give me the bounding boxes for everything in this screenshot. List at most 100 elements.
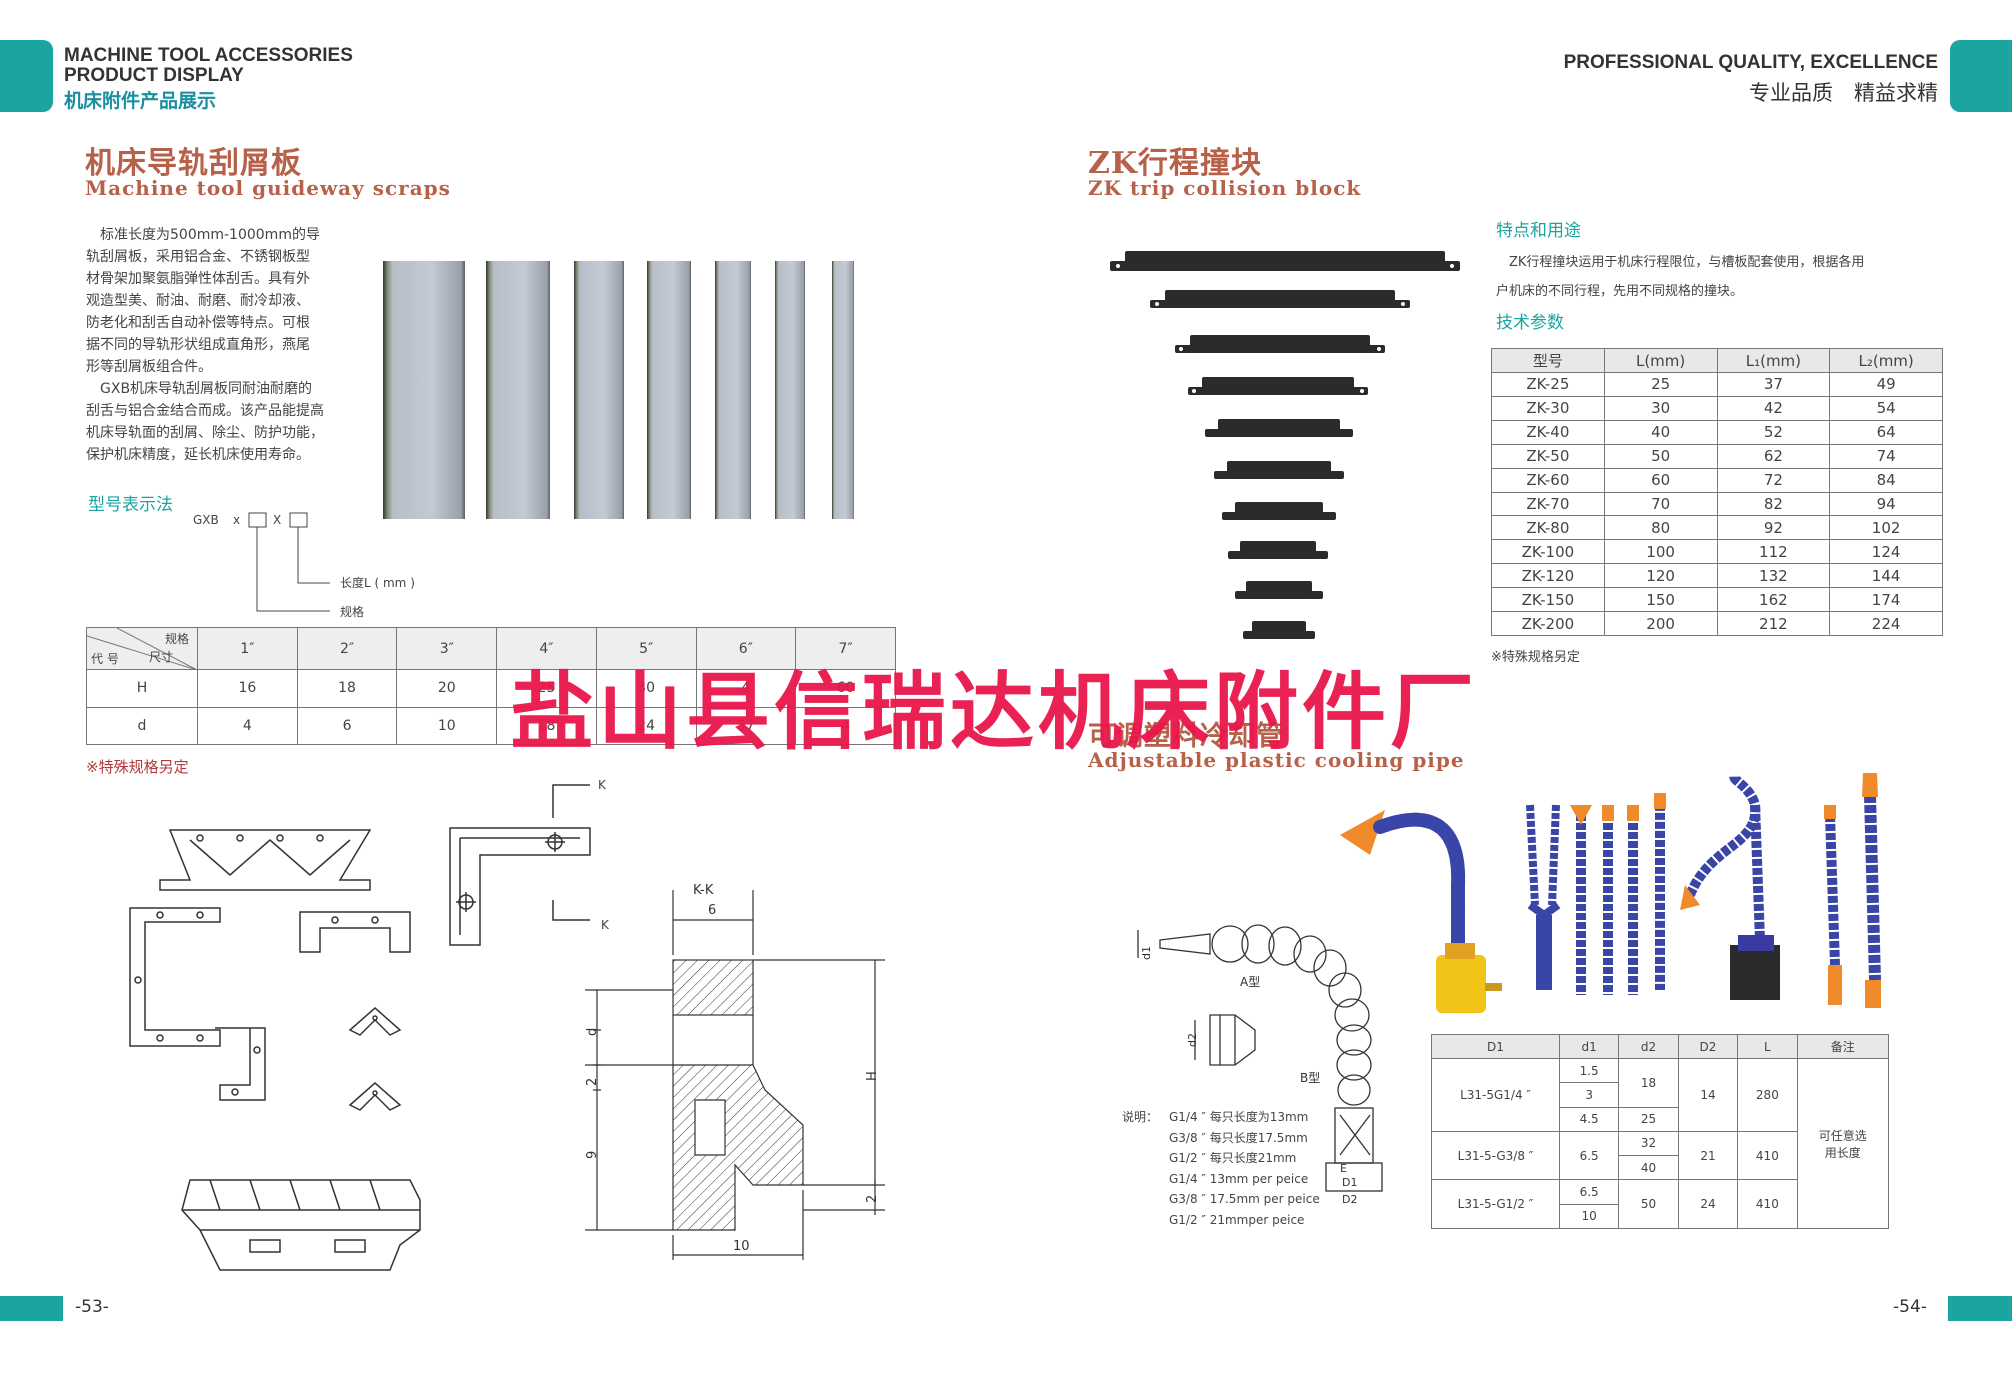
- table-cell: 18: [296, 669, 398, 708]
- table-cell: 72: [1716, 467, 1831, 493]
- table-cell: 94: [1829, 491, 1943, 517]
- table-cell: 280: [1737, 1058, 1798, 1132]
- cooling-pipe-drawing: d1 A型 d2 B型 E D1 D2: [1137, 924, 1383, 1206]
- table-col-header: 6″: [695, 627, 797, 670]
- table-cell: 102: [1829, 515, 1943, 541]
- legend-line: G3/8 ″ 每只长度17.5mm: [1169, 1130, 1308, 1145]
- zk-special-note: ※特殊规格另定: [1491, 650, 1580, 665]
- desc-line: 形等刮屑板组合件。: [86, 359, 212, 375]
- table-row: L31-5G1/4 ″ 1.5 18 14 280 可任意选 用长度: [1431, 1057, 1890, 1229]
- table-cell: 14: [1677, 1058, 1739, 1132]
- table-col-header: 5″: [595, 627, 697, 670]
- k-label-top: K: [598, 778, 606, 792]
- table-cell: 52: [1716, 419, 1831, 445]
- pipe-label-D2: D2: [1342, 1193, 1357, 1206]
- table-cell: 30: [1603, 395, 1718, 421]
- table-cell: 410: [1737, 1130, 1798, 1181]
- desc-line: 机床导轨面的刮屑、除尘、防护功能，: [86, 425, 324, 441]
- model-code: GXB: [193, 513, 219, 527]
- label-length: 长度L ( mm ): [340, 575, 415, 590]
- table-cell: 64: [1829, 419, 1943, 445]
- desc-line: 轨刮屑板，采用铝合金、不锈钢板型: [86, 249, 310, 265]
- features-line: ZK行程撞块运用于机床行程限位，与槽板配套使用，根据各用: [1496, 255, 1865, 270]
- scraps-title-cn: 机床导轨刮屑板: [85, 146, 302, 181]
- header-right-line1: PROFESSIONAL QUALITY, EXCELLENCE: [1563, 52, 1938, 73]
- table-cell: L31-5-G3/8 ″: [1431, 1130, 1560, 1181]
- table-cell: 37: [1716, 372, 1831, 397]
- pipe-col-header: d1: [1558, 1034, 1620, 1059]
- table-cell: L31-5-G1/2 ″: [1431, 1179, 1560, 1229]
- footer-right-bar: [1948, 1296, 2012, 1321]
- table-cell: ZK-80: [1491, 515, 1605, 541]
- table-corner: 规格 尺寸 代 号: [86, 627, 198, 670]
- desc-line: 标准长度为500mm-1000mm的导: [86, 227, 320, 243]
- table-cell: 60: [795, 669, 896, 708]
- table-cell: 82: [1716, 491, 1831, 517]
- table-cell: 42: [1716, 395, 1831, 421]
- corner-mid: 尺寸: [148, 650, 173, 664]
- table-cell: ZK-60: [1491, 467, 1605, 493]
- table-cell: 410: [1737, 1179, 1798, 1229]
- desc-line: 保护机床精度，延长机床使用寿命。: [86, 447, 310, 463]
- table-cell: 224: [1829, 611, 1943, 636]
- table-cell: ZK-25: [1491, 372, 1605, 397]
- kk-label: K-K: [693, 883, 714, 898]
- row-name: H: [86, 669, 198, 708]
- table-cell: 20: [396, 669, 498, 708]
- table-row: H 16 18 20 25 30 4 60: [86, 669, 896, 708]
- table-cell: 10: [1558, 1203, 1620, 1230]
- zk-title-en: ZK trip collision block: [1088, 176, 1362, 200]
- table-cell: 120: [1603, 563, 1718, 589]
- table-row: d 4 6 10 18 24 37 4: [86, 706, 896, 745]
- table-cell: 84: [1829, 467, 1943, 493]
- zk-col-header: L₁(mm): [1716, 348, 1831, 373]
- table-cell: 144: [1829, 563, 1943, 589]
- model-notation-diagram: GXB x X 长度L ( mm ) 规格: [193, 512, 415, 618]
- table-cell: 37: [695, 706, 797, 745]
- kk-d: d: [585, 1028, 600, 1036]
- table-row: 10: [1432, 1203, 1889, 1230]
- zk-col-header: L(mm): [1603, 348, 1718, 373]
- table-cell: 80: [1603, 515, 1718, 541]
- table-cell: 4: [197, 706, 298, 745]
- table-cell: 40: [1618, 1155, 1679, 1181]
- table-cell: 74: [1829, 443, 1943, 469]
- table-cell: ZK-30: [1491, 395, 1605, 421]
- table-cell: 212: [1716, 611, 1831, 636]
- table-cell: 162: [1716, 587, 1831, 613]
- table-row: L31-5-G3/8 ″ 6.5 32 21 410: [1431, 1130, 1889, 1181]
- table-row: L31-5-G1/2 ″ 6.5 50 24 410: [1431, 1179, 1889, 1229]
- table-cell: 50: [1603, 443, 1718, 469]
- table-cell: 150: [1603, 587, 1718, 613]
- table-cell: 62: [1716, 443, 1831, 469]
- table-cell: 24: [595, 706, 697, 745]
- scraps-special-note: ※特殊规格另定: [86, 758, 189, 776]
- table-cell: 6: [296, 706, 398, 745]
- pipe-label-D1: D1: [1342, 1176, 1357, 1189]
- pipe-title-en: Adjustable plastic cooling pipe: [1088, 748, 1465, 772]
- zk-features-title: 特点和用途: [1496, 221, 1581, 241]
- table-cell: ZK-120: [1491, 563, 1605, 589]
- table-cell-remark: 可任意选 用长度: [1796, 1058, 1890, 1229]
- header-right-tab: [1950, 40, 2012, 112]
- zk-tech-title: 技术参数: [1496, 313, 1564, 333]
- table-col-header: 3″: [396, 627, 498, 670]
- kk-two: 2: [585, 1078, 600, 1086]
- table-cell: 60: [1603, 467, 1718, 493]
- table-cell: 25: [1603, 372, 1718, 397]
- kk-h: H: [865, 1071, 880, 1081]
- table-cell: 174: [1829, 587, 1943, 613]
- kk-two-b: 2: [865, 1195, 880, 1203]
- pipe-label-e: E: [1340, 1162, 1347, 1175]
- pipe-label-a: A型: [1240, 975, 1260, 989]
- table-cell: 4.5: [1558, 1106, 1620, 1132]
- header-left-cn: 机床附件产品展示: [64, 90, 217, 112]
- header-left-line1: MACHINE TOOL ACCESSORIES: [64, 45, 353, 66]
